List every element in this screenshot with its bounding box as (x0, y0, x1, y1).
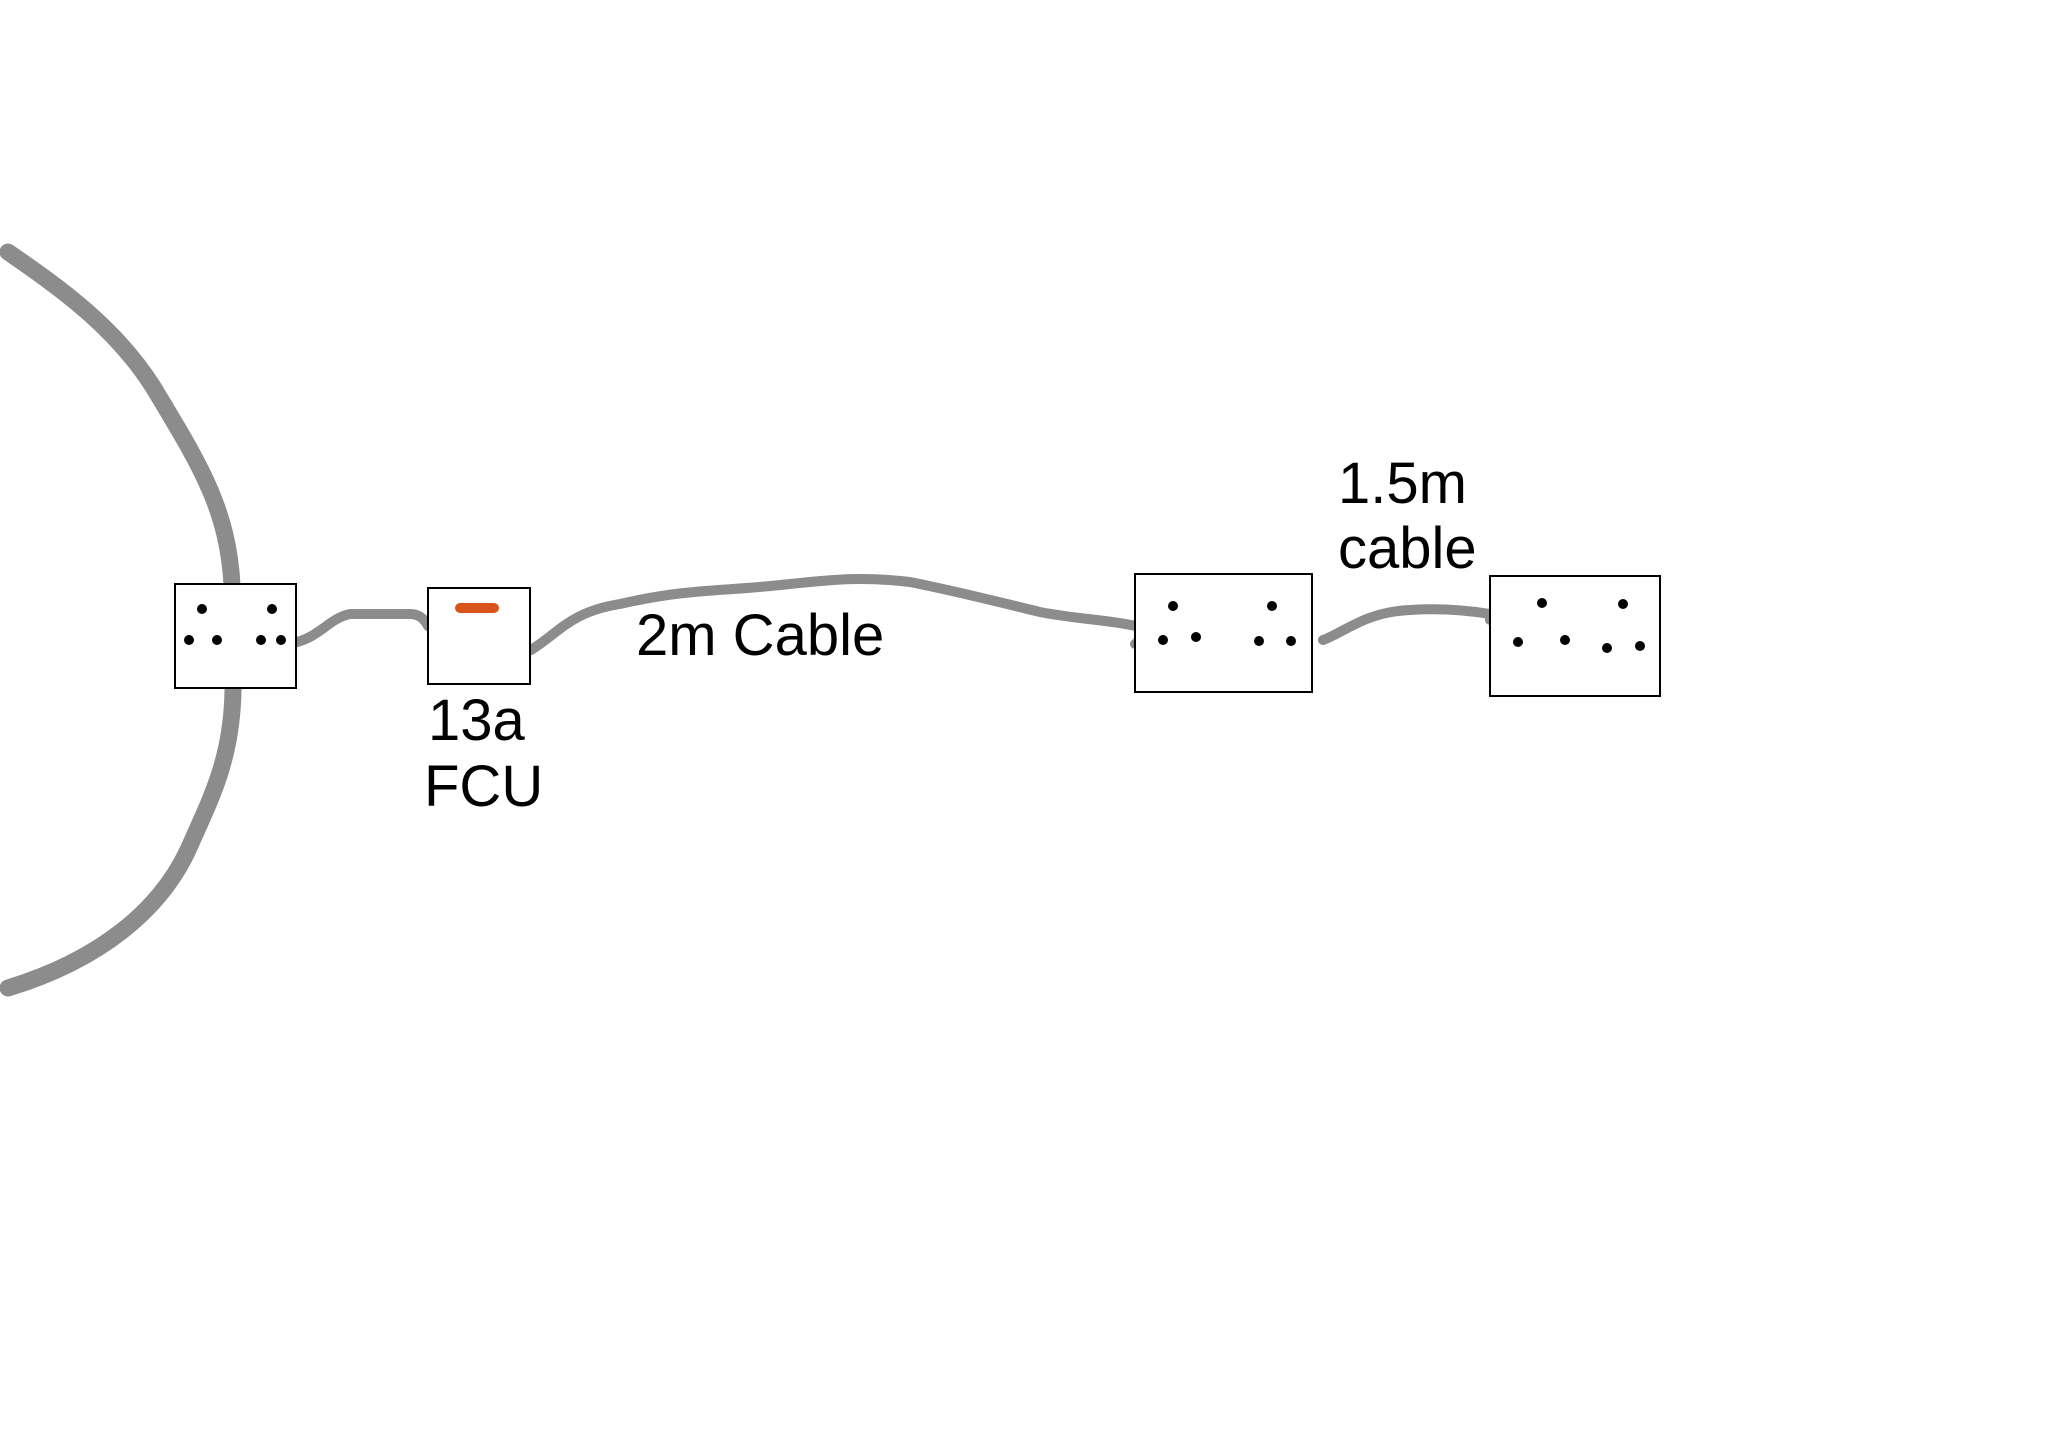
socket-pin (1618, 599, 1628, 609)
switch-indicator (455, 603, 499, 613)
fused-spur-icon (427, 587, 531, 685)
socket-pin (212, 635, 222, 645)
ring-main-socket (174, 583, 297, 689)
cable-1-5m (1318, 604, 1495, 645)
cable-2m-label: 2m Cable (636, 603, 884, 668)
double-socket-icon (174, 583, 297, 689)
socket-pin (184, 635, 194, 645)
socket-pin (1254, 636, 1264, 646)
spur-cable (292, 609, 433, 647)
socket-2 (1134, 573, 1313, 693)
socket-pin (197, 604, 207, 614)
ring-main-cable-upper (0, 243, 241, 594)
socket-pin (1286, 636, 1296, 646)
cable-1-5m-label-line1: 1.5m (1338, 451, 1467, 516)
fcu-label-line1: 13a (428, 688, 526, 753)
socket-pin (276, 635, 286, 645)
socket-pin (1513, 637, 1523, 647)
socket-pin (1267, 601, 1277, 611)
socket-pin (256, 635, 266, 645)
socket-pin (1602, 643, 1612, 653)
socket-pin (1168, 601, 1178, 611)
socket-3 (1489, 575, 1661, 697)
socket-pin (1635, 641, 1645, 651)
cable-1-5m-label-line2: cable (1338, 516, 1477, 581)
socket-pin (1191, 632, 1201, 642)
double-socket-icon (1134, 573, 1313, 693)
socket-pin (267, 604, 277, 614)
ring-main-cable-lower (0, 681, 242, 997)
socket-pin (1560, 635, 1570, 645)
fcu-label-line2: FCU (424, 754, 543, 819)
double-socket-icon (1489, 575, 1661, 697)
fcu (427, 587, 531, 685)
socket-pin (1537, 598, 1547, 608)
socket-pin (1158, 635, 1168, 645)
cable-2m (526, 573, 1155, 655)
